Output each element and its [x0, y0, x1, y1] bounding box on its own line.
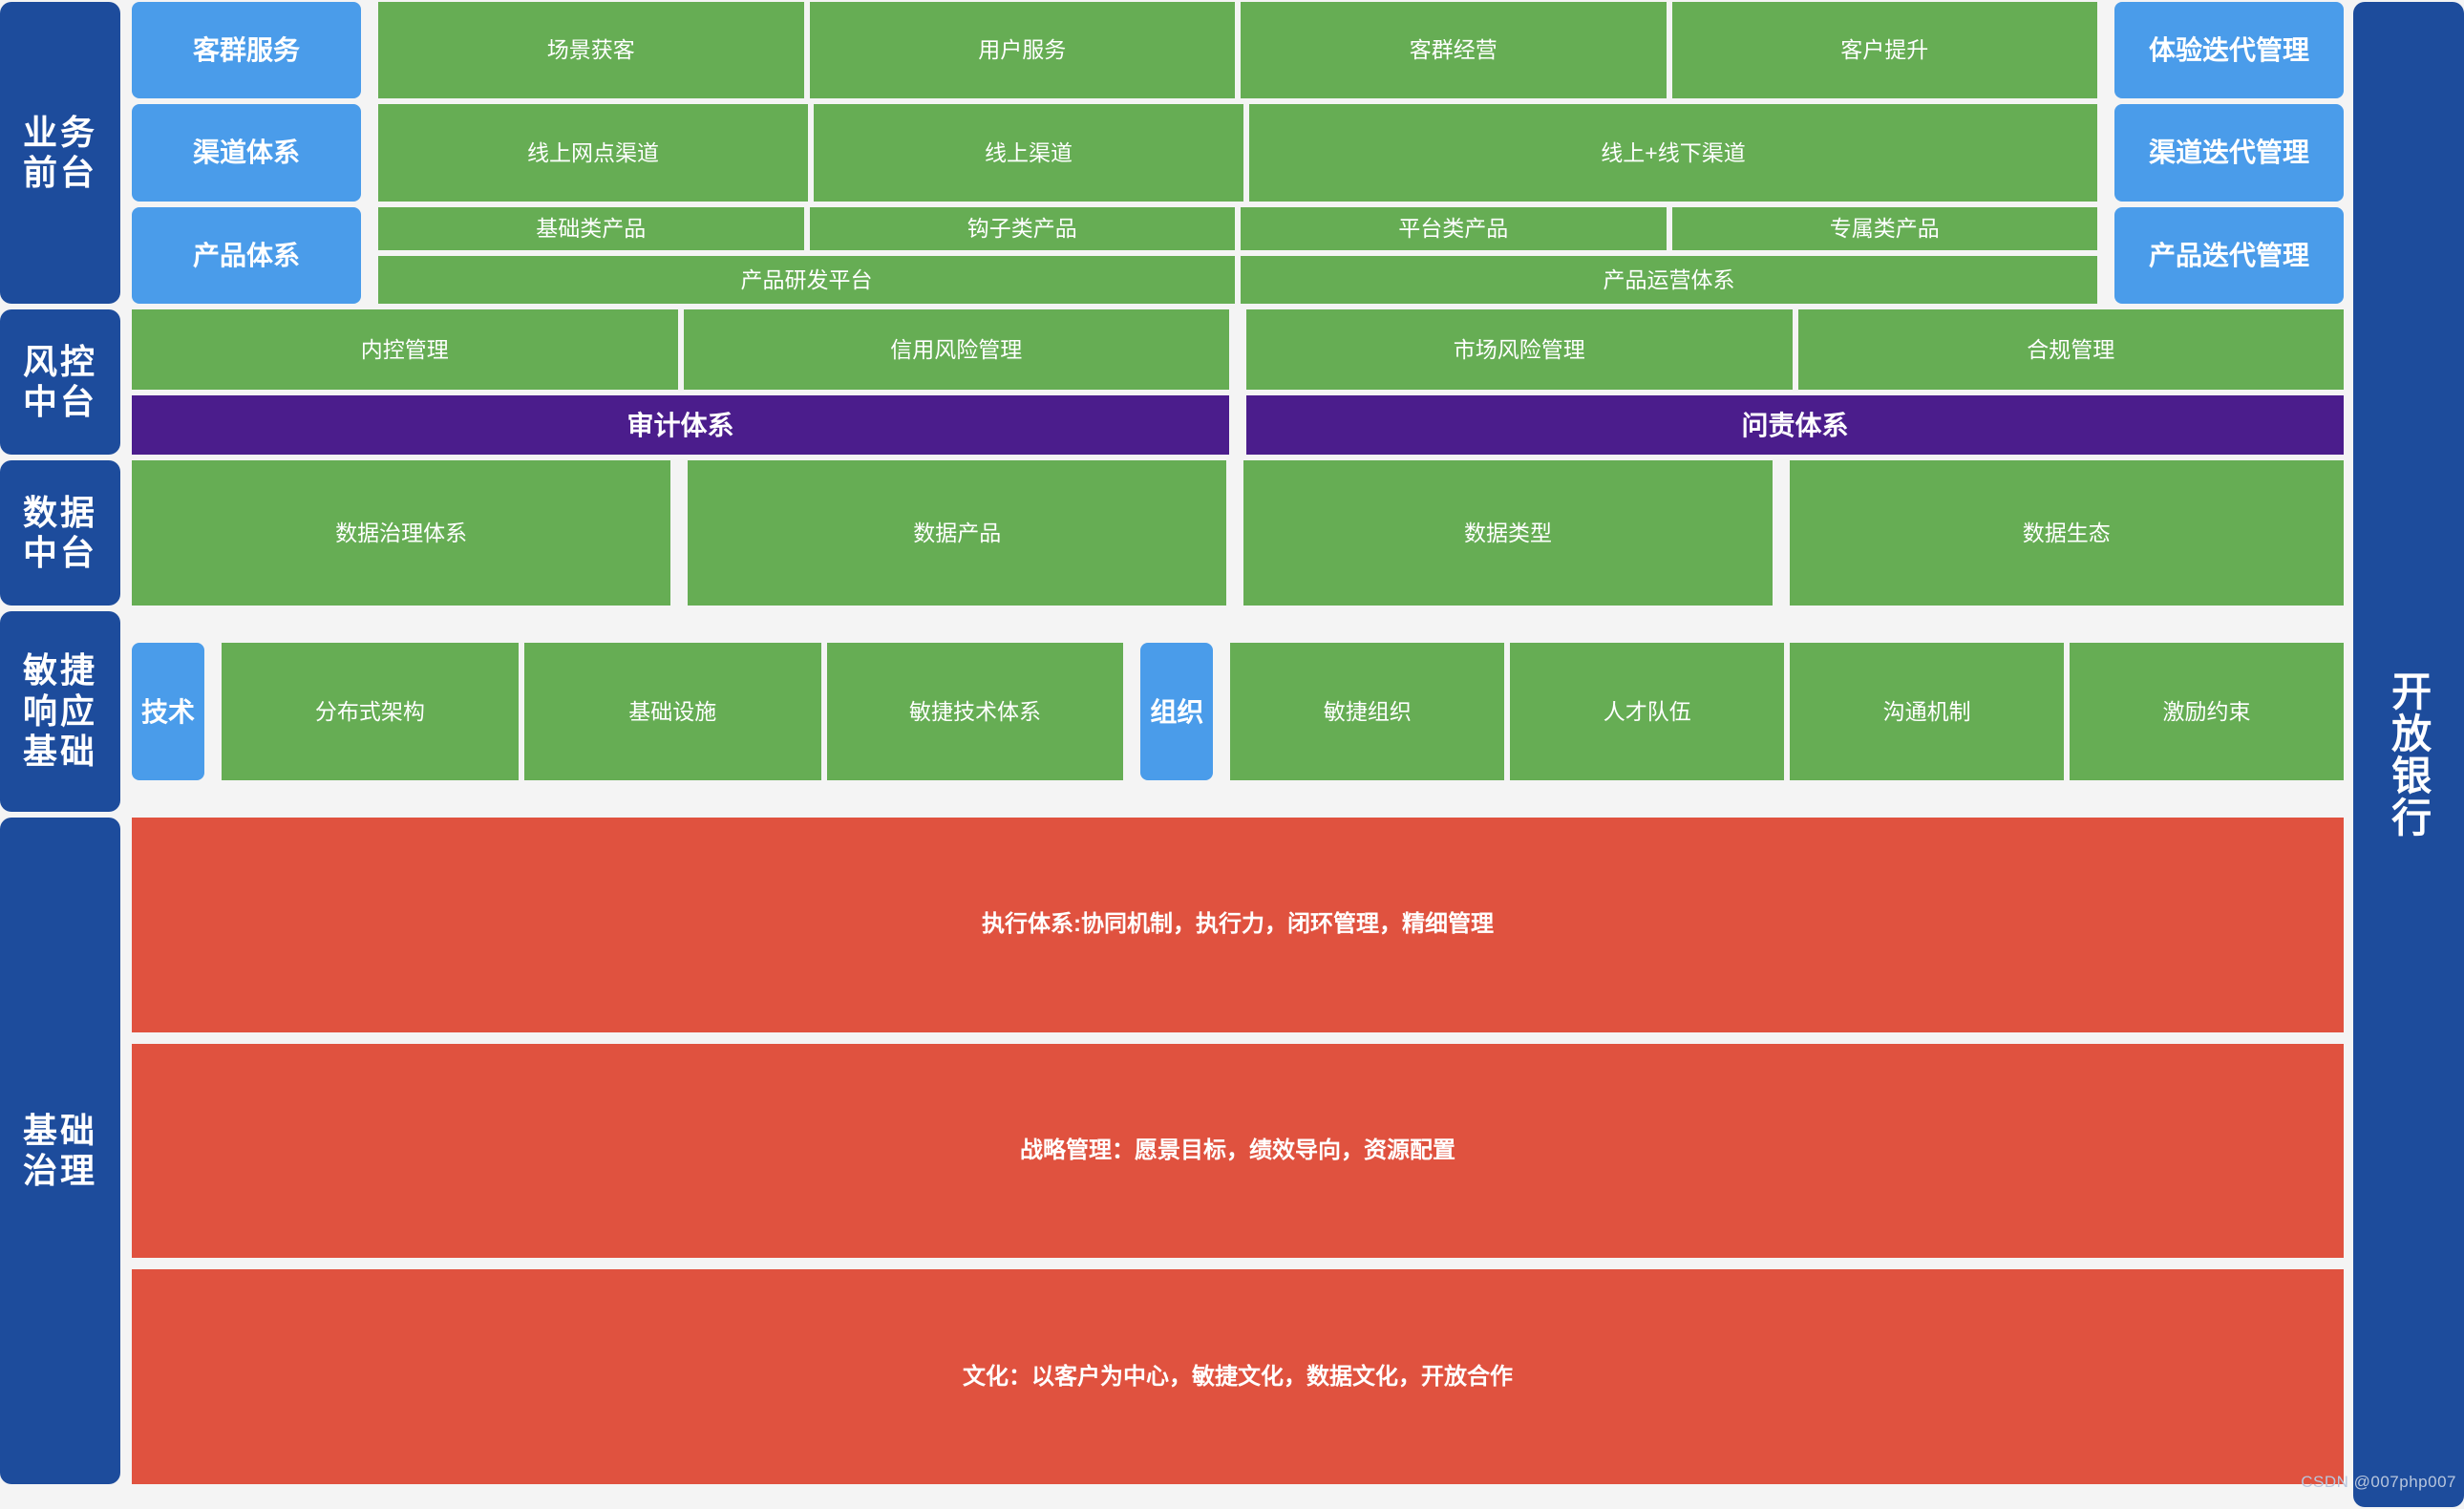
cell-distributed-architecture[interactable]: 分布式架构	[222, 643, 519, 780]
anchor-customer-service[interactable]: 客群服务	[132, 2, 361, 99]
cell-user-service[interactable]: 用户服务	[809, 2, 1235, 99]
anchor-product-system[interactable]: 产品体系	[132, 206, 361, 304]
cell-internal-control[interactable]: 内控管理	[132, 309, 678, 390]
right-rail-title: 开放银行	[2386, 670, 2432, 839]
bar-strategy-management[interactable]: 战略管理：愿景目标，绩效导向，资源配置	[132, 1043, 2344, 1259]
risk-green-row: 内控管理 信用风险管理 市场风险管理 合规管理	[132, 309, 2344, 390]
cell-data-types[interactable]: 数据类型	[1243, 460, 1773, 606]
cell-infrastructure[interactable]: 基础设施	[523, 643, 821, 780]
spacer	[367, 2, 372, 98]
cell-product-operation-system[interactable]: 产品运营体系	[1241, 255, 2097, 304]
cell-data-products[interactable]: 数据产品	[688, 460, 1227, 606]
cell-data-ecosystem[interactable]: 数据生态	[1789, 460, 2344, 606]
rail-label-agile-base: 敏捷 响应 基础	[0, 611, 120, 812]
cell-basic-products[interactable]: 基础类产品	[378, 206, 804, 250]
cell-exclusive-products[interactable]: 专属类产品	[1671, 206, 2097, 250]
cell-communication-mechanism[interactable]: 沟通机制	[1790, 643, 2065, 780]
right-rail: 开放银行 CSDN @007php007	[2301, 0, 2464, 1509]
anchor-channel-system[interactable]: 渠道体系	[132, 104, 361, 202]
center-column: 客群服务 场景获客 用户服务 客群经营 客户提升 体验迭代管理 渠道体系 线上网…	[120, 0, 2344, 1509]
product-stack: 基础类产品 钩子类产品 平台类产品 专属类产品 产品研发平台 产品运营体系	[378, 206, 2097, 304]
cell-scene-acquisition[interactable]: 场景获客	[378, 2, 804, 99]
band-risk-middle: 内控管理 信用风险管理 市场风险管理 合规管理 审计体系 问责体系	[132, 309, 2344, 455]
cell-online-branch-channel[interactable]: 线上网点渠道	[378, 104, 808, 202]
band-agile-base: 技术 分布式架构 基础设施 敏捷技术体系 组织 敏捷组织 人才队伍 沟通机制 激…	[132, 611, 2344, 812]
cell-product-rd-platform[interactable]: 产品研发平台	[378, 255, 1235, 304]
cell-accountability-system[interactable]: 问责体系	[1246, 395, 2344, 455]
rail-label-business-front: 业务 前台	[0, 2, 120, 304]
spacer	[1235, 309, 1241, 390]
spacer	[676, 460, 682, 606]
rail-line: 敏捷	[22, 650, 97, 691]
watermark: CSDN @007php007	[2301, 1473, 2456, 1491]
band-base-governance: 执行体系:协同机制，执行力，闭环管理，精细管理 战略管理：愿景目标，绩效导向，资…	[132, 818, 2344, 1485]
rail-line: 基础	[22, 1110, 97, 1150]
spacer	[1232, 460, 1238, 606]
anchor-technology[interactable]: 技术	[132, 643, 204, 780]
cell-customer-operation[interactable]: 客群经营	[1241, 2, 1667, 99]
spacer	[1235, 395, 1241, 455]
row-product-system: 产品体系 基础类产品 钩子类产品 平台类产品 专属类产品 产品研发平台 产品运营…	[132, 206, 2344, 304]
rail-line: 基础	[22, 732, 97, 772]
cell-compliance[interactable]: 合规管理	[1797, 309, 2344, 390]
row-customer-service: 客群服务 场景获客 用户服务 客群经营 客户提升 体验迭代管理	[132, 2, 2344, 99]
rail-line: 中台	[22, 382, 97, 421]
band-business-front: 客群服务 场景获客 用户服务 客群经营 客户提升 体验迭代管理 渠道体系 线上网…	[132, 2, 2344, 304]
spacer	[2103, 104, 2109, 201]
rail-line: 治理	[22, 1151, 97, 1190]
cell-platform-products[interactable]: 平台类产品	[1241, 206, 1667, 250]
cell-online-channel[interactable]: 线上渠道	[814, 104, 1243, 202]
cell-data-governance[interactable]: 数据治理体系	[132, 460, 671, 606]
left-rail: 业务 前台 风控 中台 数据 中台 敏捷 响应 基础 基础	[0, 0, 120, 1509]
cell-audit-system[interactable]: 审计体系	[132, 395, 1229, 455]
cell-market-risk[interactable]: 市场风险管理	[1246, 309, 1793, 390]
rail-line: 前台	[22, 153, 97, 192]
bar-culture[interactable]: 文化：以客户为中心，敏捷文化，数据文化，开放合作	[132, 1269, 2344, 1485]
anchor-organization[interactable]: 组织	[1140, 643, 1214, 780]
spacer	[367, 104, 372, 201]
band-data-middle: 数据治理体系 数据产品 数据类型 数据生态	[132, 460, 2344, 606]
rail-line: 风控	[22, 341, 97, 381]
right-rail-panel: 开放银行 CSDN @007php007	[2301, 2, 2464, 1507]
agile-row: 技术 分布式架构 基础设施 敏捷技术体系 组织 敏捷组织 人才队伍 沟通机制 激…	[132, 643, 2344, 780]
product-types-row: 基础类产品 钩子类产品 平台类产品 专属类产品	[378, 206, 2097, 250]
iteration-product[interactable]: 产品迭代管理	[2114, 206, 2344, 304]
rail-line: 中台	[22, 533, 97, 572]
cell-credit-risk[interactable]: 信用风险管理	[683, 309, 1229, 390]
spacer	[210, 643, 216, 780]
bar-execution-system[interactable]: 执行体系:协同机制，执行力，闭环管理，精细管理	[132, 818, 2344, 1032]
rail-label-risk-middle: 风控 中台	[0, 309, 120, 455]
row-channel-system: 渠道体系 线上网点渠道 线上渠道 线上+线下渠道 渠道迭代管理	[132, 104, 2344, 202]
spacer	[2103, 2, 2109, 98]
iteration-experience[interactable]: 体验迭代管理	[2114, 2, 2344, 99]
cell-talent-team[interactable]: 人才队伍	[1510, 643, 1785, 780]
spacer	[1778, 460, 1784, 606]
cell-agile-tech-system[interactable]: 敏捷技术体系	[826, 643, 1124, 780]
cell-incentive-constraint[interactable]: 激励约束	[2070, 643, 2344, 780]
rail-label-data-middle: 数据 中台	[0, 460, 120, 606]
cell-hook-products[interactable]: 钩子类产品	[809, 206, 1235, 250]
cell-agile-organization[interactable]: 敏捷组织	[1230, 643, 1505, 780]
spacer	[2103, 207, 2109, 304]
risk-purple-row: 审计体系 问责体系	[132, 395, 2344, 455]
cell-customer-upgrade[interactable]: 客户提升	[1671, 2, 2097, 99]
iteration-channel[interactable]: 渠道迭代管理	[2114, 104, 2344, 202]
rail-line: 业务	[22, 112, 97, 152]
cell-online-offline-channel[interactable]: 线上+线下渠道	[1249, 104, 2097, 202]
product-platform-row: 产品研发平台 产品运营体系	[378, 255, 2097, 304]
rail-label-base-governance: 基础 治理	[0, 818, 120, 1484]
spacer	[367, 207, 372, 304]
spacer	[1129, 643, 1135, 780]
rail-line: 数据	[22, 492, 97, 532]
data-row: 数据治理体系 数据产品 数据类型 数据生态	[132, 460, 2344, 606]
spacer	[1219, 643, 1224, 780]
rail-line: 响应	[22, 691, 97, 731]
